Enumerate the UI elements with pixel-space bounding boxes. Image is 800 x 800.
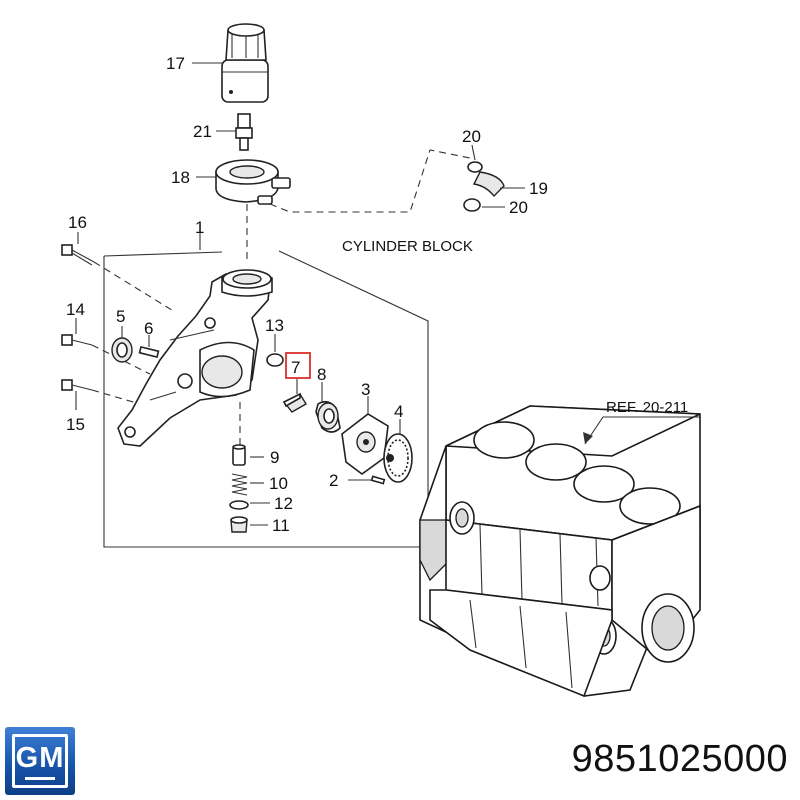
callout-13: 13	[265, 316, 284, 335]
callout-20-upper: 20	[462, 127, 481, 146]
cylinder-block-label: CYLINDER BLOCK	[342, 238, 473, 255]
inner-rotor-part	[282, 392, 307, 413]
callout-7: 7	[291, 358, 300, 377]
callout-9: 9	[270, 448, 279, 467]
callout-12: 12	[274, 494, 293, 513]
filter-adapter-part	[215, 159, 291, 205]
callout-14: 14	[66, 300, 85, 319]
hose-clamp-lower-part	[463, 198, 481, 212]
callout-10: 10	[269, 474, 288, 493]
callout-15: 15	[66, 415, 85, 434]
callout-17: 17	[166, 54, 185, 73]
nipple-part	[235, 113, 253, 151]
callout-11: 11	[272, 516, 290, 535]
oil-seal-part	[111, 337, 133, 363]
callout-5: 5	[116, 307, 125, 326]
callout-1: 1	[195, 218, 204, 237]
screw-part	[370, 475, 386, 485]
o-ring-12-part	[229, 500, 249, 510]
pin-part	[138, 345, 160, 359]
callout-3: 3	[361, 380, 370, 399]
outer-rotor-part	[315, 400, 341, 433]
bolt-15-part	[61, 379, 93, 391]
callout-4: 4	[394, 402, 403, 421]
callout-20-lower: 20	[509, 198, 528, 217]
callout-6: 6	[144, 319, 153, 338]
callout-21: 21	[193, 122, 212, 141]
spring-part	[231, 473, 248, 496]
part-number: 9851025000	[571, 738, 788, 780]
callout-2: 2	[329, 471, 338, 490]
callout-19: 19	[529, 179, 548, 198]
plug-part	[230, 516, 248, 533]
pump-cover-part	[341, 413, 389, 475]
bolt-14-part	[61, 334, 93, 346]
callout-18: 18	[171, 168, 190, 187]
oil-filter-part	[221, 23, 269, 103]
hose-part	[472, 171, 505, 198]
gm-logo: GM	[5, 727, 75, 795]
ref-label: REF. 20-211	[606, 399, 688, 416]
relief-valve-part	[232, 444, 246, 466]
engine-block-illustration	[419, 405, 701, 698]
sprocket-gear-part	[383, 433, 413, 483]
oil-pump-housing-part	[117, 269, 273, 447]
callout-8: 8	[317, 365, 326, 384]
o-ring-13-part	[266, 353, 284, 367]
callout-16: 16	[68, 213, 87, 232]
bolt-16-part	[61, 244, 95, 266]
hose-clamp-upper-part	[467, 161, 483, 173]
highlight-box	[285, 352, 311, 379]
gm-logo-text: GM	[15, 742, 65, 774]
